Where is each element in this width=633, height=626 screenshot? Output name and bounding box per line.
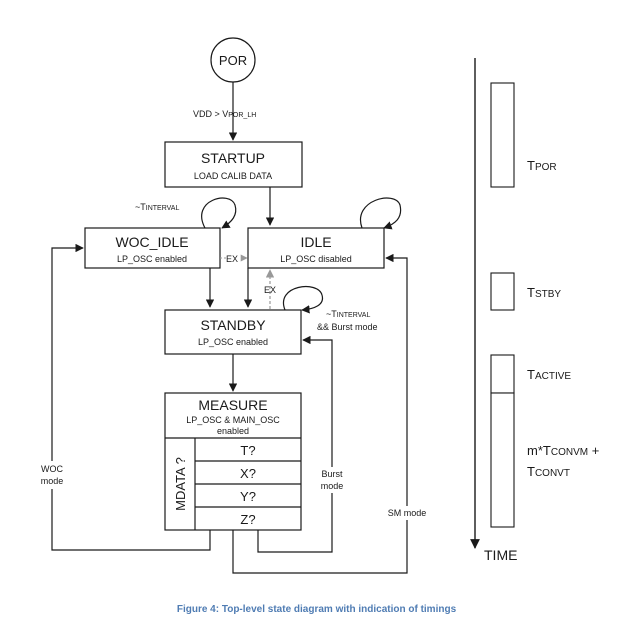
startup-title: STARTUP (201, 150, 265, 166)
sm-mode-label: SM mode (388, 508, 427, 518)
idle-subtitle: LP_OSC disabled (280, 254, 352, 264)
state-diagram: POR VDD > VPOR_LH STARTUP LOAD CALIB DAT… (40, 37, 600, 574)
measure-row-x: X? (240, 466, 256, 481)
mdata-label: MDATA ? (173, 457, 188, 511)
standby-title: STANDBY (200, 317, 266, 333)
ex-label-woc-idle: EX (226, 254, 238, 264)
woc-idle-subtitle: LP_OSC enabled (117, 254, 187, 264)
ex-label-standby-idle: EX (264, 285, 276, 295)
loop-idle (359, 197, 402, 230)
loop-standby (282, 286, 324, 314)
woc-mode-label-2: mode (41, 476, 64, 486)
vdd-condition-label: VDD > VPOR_LH (193, 109, 256, 119)
woc-idle-title: WOC_IDLE (115, 234, 188, 250)
idle-title: IDLE (300, 234, 331, 250)
timing-bar-stby (490, 272, 515, 311)
state-measure: MEASURE LP_OSC & MAIN_OSC enabled MDATA … (164, 392, 302, 531)
burst-mode-label-2: mode (321, 481, 344, 491)
state-por: POR (210, 37, 256, 83)
startup-subtitle: LOAD CALIB DATA (194, 171, 272, 181)
t-por-label: TPOR (527, 158, 557, 173)
measure-row-t: T? (240, 443, 255, 458)
timing-bar-conv (490, 392, 515, 528)
measure-subtitle-2: enabled (217, 426, 249, 436)
arrow-burst-mode-return (257, 335, 333, 553)
state-idle: IDLE LP_OSC disabled (247, 227, 385, 269)
loop-woc-idle (201, 197, 237, 229)
arrow-woc-mode-return (51, 243, 211, 551)
standby-subtitle: LP_OSC enabled (198, 337, 268, 347)
timing-bar-active (490, 354, 515, 394)
woc-mode-label-1: WOC (41, 464, 63, 474)
por-label: POR (219, 53, 247, 68)
standby-burst-label: && Burst mode (317, 322, 378, 332)
t-active-label: TACTIVE (527, 367, 571, 382)
state-woc-idle: WOC_IDLE LP_OSC enabled (84, 227, 221, 269)
t-conv-label-2: TCONVT (527, 464, 570, 479)
state-startup: STARTUP LOAD CALIB DATA (164, 141, 303, 188)
measure-row-y: Y? (240, 489, 256, 504)
state-standby: STANDBY LP_OSC enabled (164, 309, 302, 355)
woc-idle-interval-label: ~TINTERVAL (135, 202, 179, 212)
burst-mode-label-1: Burst (321, 469, 343, 479)
measure-title: MEASURE (198, 397, 267, 413)
standby-interval-label: ~TINTERVAL (326, 309, 370, 319)
time-label: TIME (484, 547, 517, 563)
t-conv-label-1: m*TCONVM + (527, 443, 599, 458)
measure-row-z: Z? (240, 512, 255, 527)
measure-subtitle-1: LP_OSC & MAIN_OSC (186, 415, 280, 425)
timing-bar-por (490, 82, 515, 188)
arrow-sm-mode-return (232, 253, 408, 574)
figure-caption: Figure 4: Top-level state diagram with i… (176, 604, 457, 615)
t-stby-label: TSTBY (527, 285, 561, 300)
